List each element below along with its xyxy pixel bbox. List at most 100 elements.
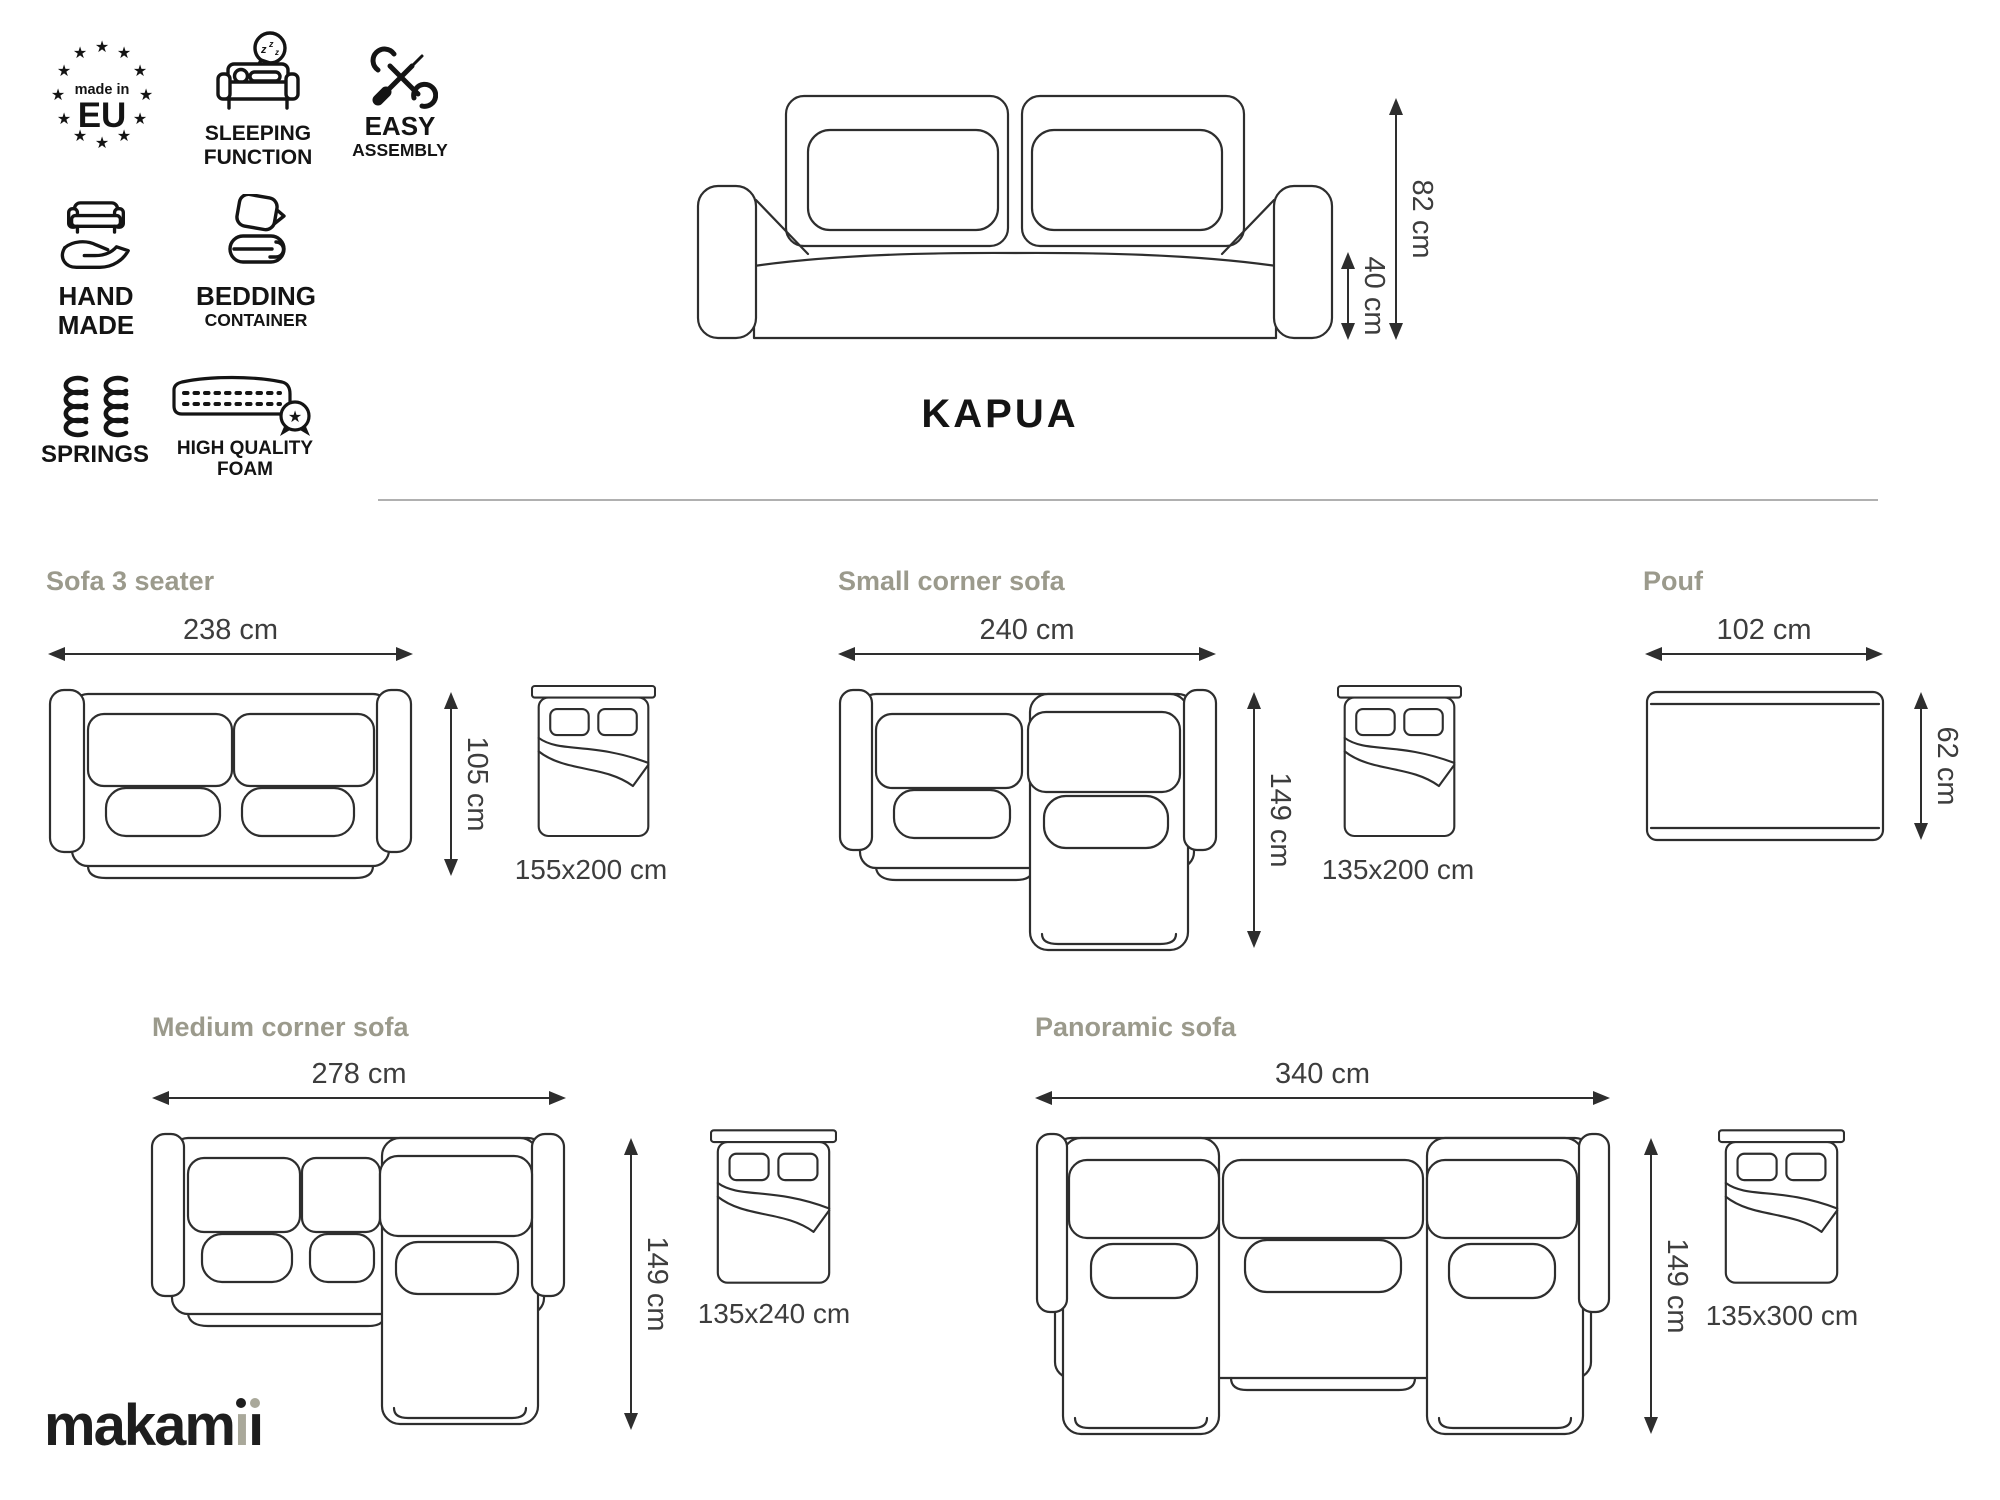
svg-text:★: ★ <box>95 39 109 56</box>
depth-label: 149 cm <box>1264 772 1296 868</box>
bed-icon <box>531 684 656 838</box>
hand-made-label: HAND MADE <box>57 281 135 341</box>
width-dimension-small-corner: 240 cm <box>838 614 1216 662</box>
depth-dimension-panoramic: 149 cm <box>1643 1138 1693 1434</box>
arrow-down-icon <box>1247 931 1261 948</box>
arrow-right-icon <box>549 1091 566 1105</box>
depth-dimension-pouf: 62 cm <box>1913 692 1963 840</box>
variant-title-medium-corner-sofa: Medium corner sofa <box>152 1012 409 1042</box>
arrow-up-icon <box>1914 692 1928 709</box>
arrow-up-icon <box>1389 98 1403 115</box>
svg-text:★: ★ <box>51 87 65 104</box>
bed-size-label: 135x200 cm <box>1321 854 1475 885</box>
badge-bedding-container: BEDDING CONTAINER <box>176 194 336 330</box>
brand-logo-i-first: ı <box>233 1393 250 1458</box>
depth-label: 149 cm <box>1661 1238 1693 1334</box>
depth-dimension-sofa-3-seater: 105 cm <box>443 692 493 876</box>
svg-text:★: ★ <box>117 128 131 145</box>
variant-title-small-corner-sofa: Small corner sofa <box>838 566 1065 596</box>
springs-icon <box>63 375 129 438</box>
svg-text:z: z <box>274 48 279 57</box>
depth-label: 62 cm <box>1931 726 1963 806</box>
arrow-down-icon <box>1914 823 1928 840</box>
arrow-down-icon <box>1644 1417 1658 1434</box>
width-dimension-pouf: 102 cm <box>1645 614 1883 662</box>
width-label: 278 cm <box>311 1058 407 1090</box>
bed-icon <box>1337 684 1462 838</box>
arrow-up-icon <box>1341 252 1355 269</box>
brand-logo: makamıı <box>44 1392 264 1459</box>
brand-logo-text: makam <box>44 1393 236 1458</box>
tools-icon <box>370 46 438 109</box>
arrow-down-icon <box>444 859 458 876</box>
seat-height-label: 40 cm <box>1358 256 1390 336</box>
arrow-up-icon <box>1644 1138 1658 1155</box>
medium-corner-sofa-top-view <box>150 1132 566 1426</box>
svg-text:★: ★ <box>139 87 153 104</box>
small-corner-sofa-top-view <box>838 688 1218 952</box>
arrow-left-icon <box>1645 647 1662 661</box>
page-title: KAPUA <box>921 392 1079 436</box>
width-dimension-panoramic: 340 cm <box>1035 1058 1610 1106</box>
arrow-left-icon <box>1035 1091 1052 1105</box>
svg-text:★: ★ <box>73 45 87 62</box>
divider <box>378 499 1878 501</box>
seat-height-dimension: 40 cm <box>1340 252 1390 340</box>
depth-dimension-medium-corner: 149 cm <box>623 1138 673 1430</box>
badge-made-in-eu: ★ ★ ★ ★ ★ ★ ★ ★ ★ ★ ★ ★ made in EU <box>44 34 160 160</box>
depth-dimension-small-corner: 149 cm <box>1246 692 1296 948</box>
width-dimension-medium-corner: 278 cm <box>152 1058 566 1106</box>
arrow-down-icon <box>1389 323 1403 340</box>
easy-assembly-label: EASY ASSEMBLY <box>352 111 448 161</box>
svg-text:z: z <box>268 39 274 49</box>
arrow-up-icon <box>624 1138 638 1155</box>
sofa-front-illustration <box>696 94 1334 340</box>
bed-size-label: 155x200 cm <box>514 854 668 885</box>
arrow-up-icon <box>444 692 458 709</box>
badge-high-quality-foam: ★ HIGH QUALITY FOAM <box>160 372 330 480</box>
variant-title-panoramic-sofa: Panoramic sofa <box>1035 1012 1237 1042</box>
arrow-left-icon <box>48 647 65 661</box>
svg-text:★: ★ <box>133 111 147 128</box>
bed-size-label: 135x240 cm <box>697 1298 851 1329</box>
depth-label: 105 cm <box>461 736 493 832</box>
depth-label: 149 cm <box>641 1236 673 1332</box>
sleeping-function-label: SLEEPING FUNCTION <box>203 122 313 169</box>
springs-label: SPRINGS <box>40 441 150 468</box>
badge-sleeping-function: z z z SLEEPING FUNCTION <box>196 30 320 169</box>
eu-label: EU <box>78 96 127 135</box>
svg-text:★: ★ <box>73 128 87 145</box>
arrow-left-icon <box>152 1091 169 1105</box>
bedding-icon <box>228 194 286 264</box>
bed-size-label: 135x300 cm <box>1705 1300 1859 1331</box>
foam-icon: ★ <box>172 375 311 436</box>
brand-logo-i-second: ı <box>248 1393 264 1458</box>
variant-title-sofa-3-seater: Sofa 3 seater <box>46 566 215 596</box>
pouf-top-view <box>1645 690 1885 842</box>
overall-height-label: 82 cm <box>1406 179 1438 259</box>
width-label: 102 cm <box>1716 614 1812 646</box>
variant-title-pouf: Pouf <box>1643 566 1703 596</box>
svg-text:★: ★ <box>95 135 109 152</box>
bed-icon <box>710 1129 837 1284</box>
badge-hand-made: HAND MADE <box>30 196 162 340</box>
sofa-3-seater-top-view <box>48 688 413 880</box>
svg-text:★: ★ <box>133 63 147 80</box>
arrow-right-icon <box>1866 647 1883 661</box>
made-in-label: made in <box>75 82 130 98</box>
svg-text:★: ★ <box>57 63 71 80</box>
svg-text:z: z <box>260 44 267 56</box>
eu-stars-icon: ★ ★ ★ ★ ★ ★ ★ ★ ★ ★ ★ ★ made in EU <box>51 39 153 152</box>
arrow-right-icon <box>396 647 413 661</box>
width-label: 238 cm <box>182 614 279 646</box>
badge-easy-assembly: EASY ASSEMBLY <box>339 38 461 160</box>
arrow-down-icon <box>1341 323 1355 340</box>
arrow-right-icon <box>1593 1091 1610 1105</box>
width-dimension-sofa-3-seater: 238 cm <box>48 614 413 662</box>
arrow-down-icon <box>624 1413 638 1430</box>
arrow-left-icon <box>838 647 855 661</box>
badge-springs: SPRINGS <box>30 372 160 468</box>
hand-sofa-icon <box>60 201 130 269</box>
bedding-container-label: BEDDING CONTAINER <box>196 281 316 331</box>
